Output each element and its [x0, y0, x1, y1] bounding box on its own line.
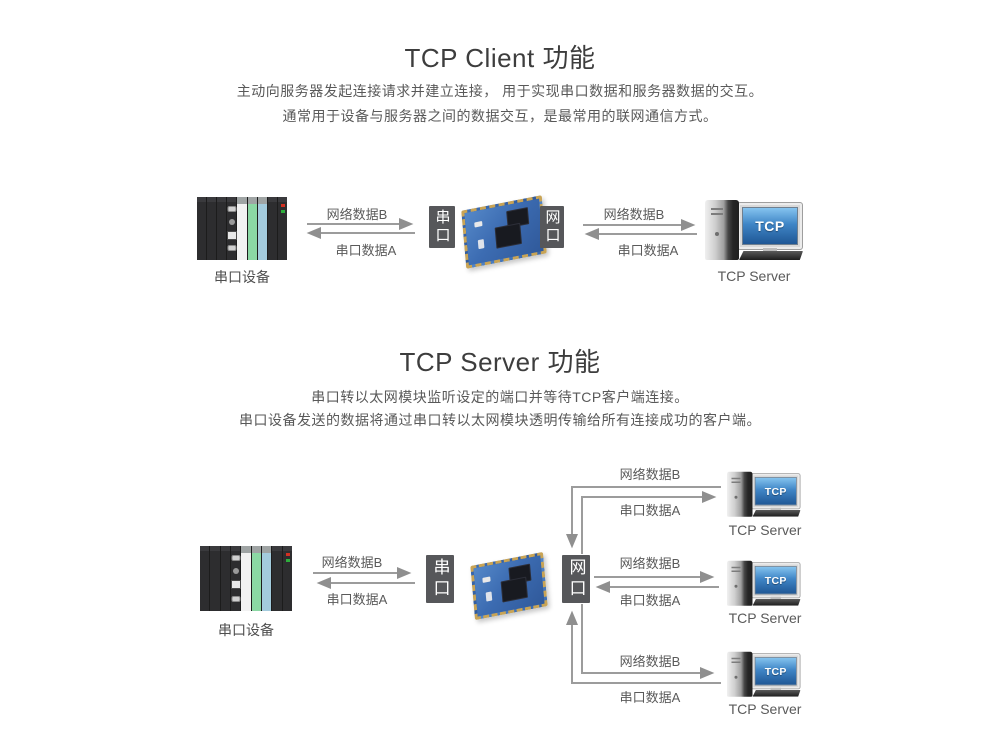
keyboard-icon [752, 510, 801, 517]
plc-slat [241, 546, 251, 611]
serial-data-label: 串口数据A [326, 592, 388, 607]
tcp-server-title: TCP Server 功能 [399, 347, 601, 377]
ethernet-module-icon [461, 195, 547, 269]
plc-slat [272, 546, 282, 611]
component-icon [482, 575, 491, 583]
ethernet-module-icon [470, 551, 548, 621]
component-icon [474, 221, 483, 228]
component-icon [477, 238, 485, 249]
component-icon [485, 591, 492, 603]
lan-port-box: 网口 [562, 555, 590, 603]
plc-slat [210, 546, 220, 611]
monitor-stand [770, 507, 781, 511]
tower-icon [727, 471, 753, 517]
tcp-server-caption: TCP Server [728, 701, 802, 717]
net-data-label: 网络数据B [321, 555, 383, 570]
monitor-screen: TCP [742, 207, 798, 245]
serial-data-label: 串口数据A [619, 503, 681, 518]
tcp-client-desc-2: 通常用于设备与服务器之间的数据交互，是最常用的联网通信方式。 [282, 108, 718, 124]
monitor-stand [763, 248, 777, 252]
vga-connector-icon [231, 596, 241, 602]
plc-slat [217, 197, 227, 260]
tower-icon [705, 200, 739, 260]
tcp-server-desc-2: 串口设备发送的数据将通过串口转以太网模块透明传输给所有连接成功的客户端。 [239, 412, 761, 428]
serial-data-label: 串口数据A [617, 243, 679, 258]
plc-slat [267, 197, 277, 260]
tower-icon [727, 651, 753, 697]
green-led-icon [285, 559, 290, 562]
tcp-server-caption: TCP Server [728, 610, 802, 626]
plc-slat [200, 546, 210, 611]
net-data-label: 网络数据B [619, 556, 681, 571]
tcp-server-computer: TCP [705, 199, 803, 261]
ethernet-jack-icon [230, 580, 241, 589]
monitor-icon: TCP [737, 202, 803, 250]
monitor-screen: TCP [754, 657, 797, 686]
tcp-server-desc-1: 串口转以太网模块监听设定的端口并等待TCP客户端连接。 [311, 389, 689, 405]
screen-tcp-label: TCP [764, 485, 787, 498]
monitor-stand [770, 687, 781, 691]
monitor-icon: TCP [751, 562, 801, 599]
chip-icon [500, 576, 528, 603]
serial-device-icon [200, 546, 293, 611]
knob-icon [232, 568, 239, 574]
plc-slat [251, 546, 262, 611]
tower-icon [727, 560, 753, 606]
tcp-server-caption: TCP Server [728, 522, 802, 538]
tcp-server-computer: TCP [727, 471, 801, 518]
monitor-icon: TCP [751, 653, 801, 690]
tcp-client-desc-1: 主动向服务器发起连接请求并建立连接， 用于实现串口数据和服务器数据的交互。 [236, 83, 764, 99]
plc-io-slat [226, 197, 237, 260]
red-led-icon [285, 553, 290, 556]
net-data-label: 网络数据B [619, 467, 681, 482]
chip-icon [494, 222, 522, 249]
serial-device-caption: 串口设备 [214, 269, 270, 285]
vga-connector-icon [227, 245, 237, 251]
net-data-label: 网络数据B [603, 207, 665, 222]
plc-slat [247, 197, 257, 260]
plc-slat [197, 197, 207, 260]
monitor-stand [770, 596, 781, 600]
plc-slat [237, 197, 247, 260]
serial-port-box: 串口 [429, 206, 455, 248]
screen-tcp-label: TCP [755, 218, 785, 234]
serial-data-label: 串口数据A [619, 690, 681, 705]
tcp-server-computer: TCP [727, 651, 801, 698]
net-data-label: 网络数据B [619, 654, 681, 669]
keyboard-icon [739, 251, 803, 260]
plc-slat [207, 197, 217, 260]
plc-led-slat [282, 546, 293, 611]
vga-connector-icon [231, 555, 241, 561]
plc-slat [261, 546, 272, 611]
tcp-client-title: TCP Client 功能 [404, 43, 596, 73]
net-data-label: 网络数据B [326, 207, 388, 222]
vga-connector-icon [227, 206, 237, 212]
plc-led-slat [277, 197, 288, 260]
serial-port-box: 串口 [426, 555, 454, 603]
serial-data-label: 串口数据A [335, 243, 397, 258]
lan-port-box: 网口 [540, 206, 564, 248]
screen-tcp-label: TCP [764, 665, 787, 678]
monitor-screen: TCP [754, 477, 797, 506]
plc-io-slat [230, 546, 241, 611]
serial-device-caption: 串口设备 [218, 622, 274, 638]
screen-tcp-label: TCP [764, 574, 787, 587]
tcp-server-computer: TCP [727, 560, 801, 607]
tcp-server-caption: TCP Server [717, 268, 791, 284]
keyboard-icon [752, 599, 801, 606]
monitor-icon: TCP [751, 473, 801, 510]
knob-icon [228, 219, 235, 225]
plc-slat [220, 546, 231, 611]
plc-slat [257, 197, 267, 260]
red-led-icon [280, 204, 285, 207]
ethernet-jack-icon [226, 231, 237, 240]
keyboard-icon [752, 690, 801, 697]
green-led-icon [280, 210, 285, 213]
monitor-screen: TCP [754, 566, 797, 595]
serial-device-icon [197, 197, 288, 260]
arrow-b3-serial-up [566, 610, 721, 684]
serial-data-label: 串口数据A [619, 593, 681, 608]
